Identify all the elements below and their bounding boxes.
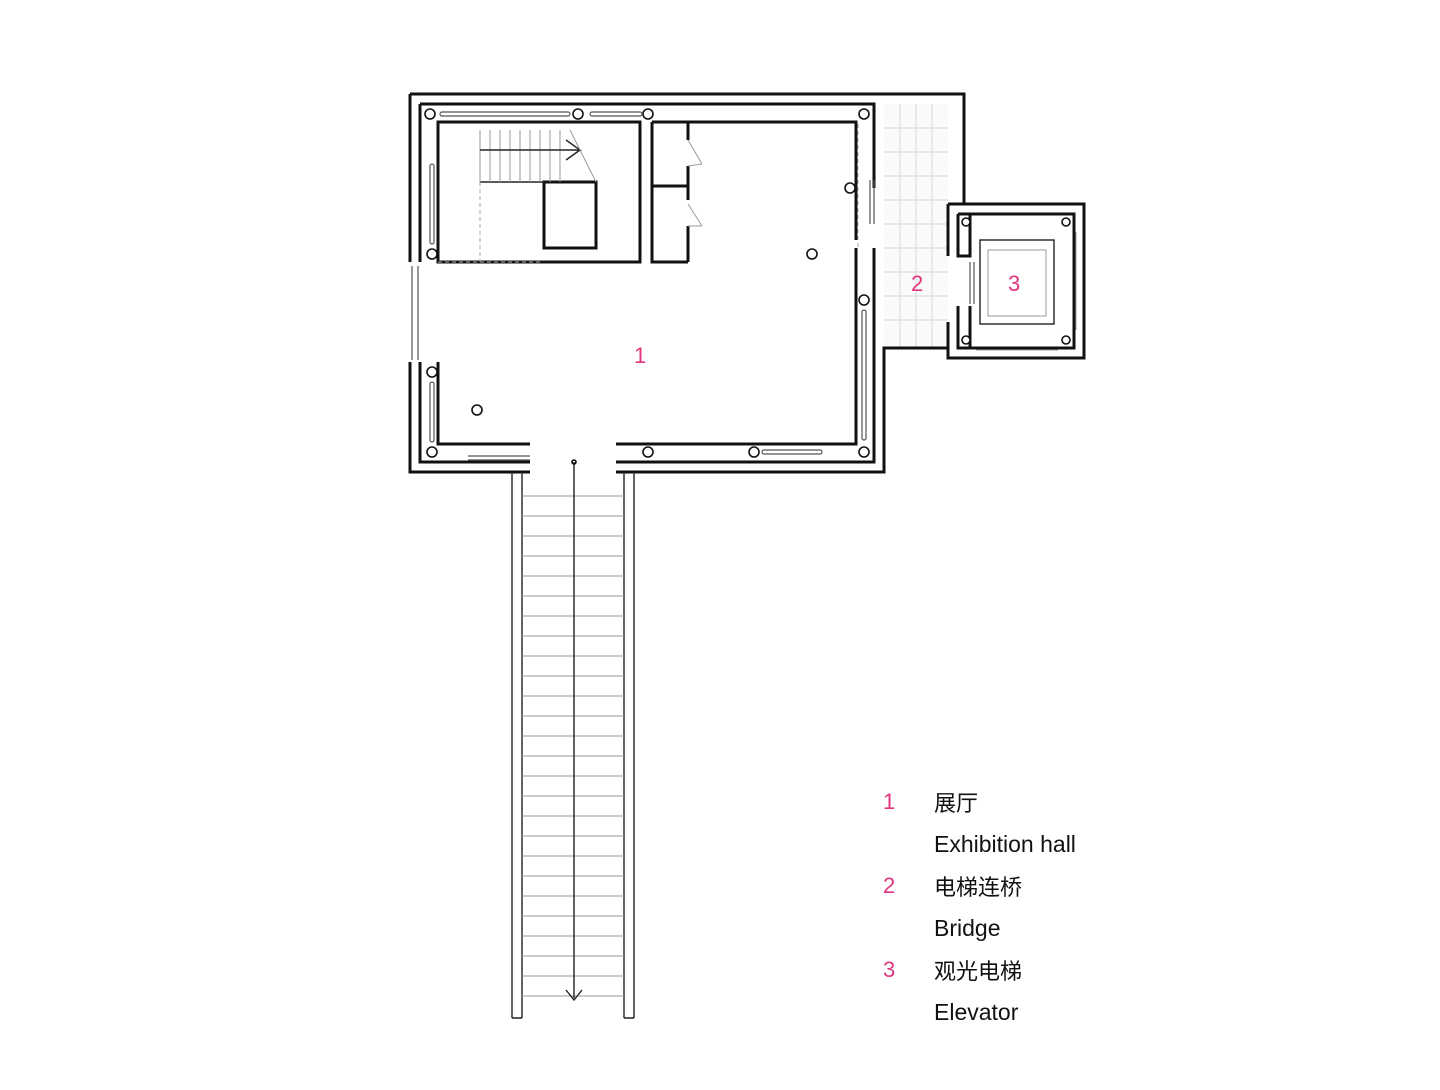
room-number-2: 2: [911, 271, 923, 296]
bridge-floor-grid: [884, 104, 948, 348]
interior-stair: [438, 129, 598, 263]
door-swings: [687, 139, 703, 227]
legend-label-zh: 电梯连桥: [934, 876, 1023, 901]
legend-label-zh: 展厅: [934, 792, 979, 817]
legend-item-1: 1 展厅: [880, 781, 1300, 823]
legend-number: 3: [883, 957, 896, 982]
legend-item-1-en: Exhibition hall: [880, 823, 1300, 865]
legend-number: 2: [883, 873, 896, 898]
legend-label-zh: 观光电梯: [934, 960, 1023, 985]
room-number-1: 1: [634, 343, 646, 368]
legend: 1 展厅 Exhibition hall 2 电梯连桥 Bridge 3 观光电…: [880, 781, 1300, 1033]
exhibition-hall-walls: [408, 92, 966, 474]
glazing: [411, 124, 875, 461]
legend-item-3: 3 观光电梯: [880, 949, 1300, 991]
legend-label-en: Exhibition hall: [934, 830, 1076, 857]
legend-item-2: 2 电梯连桥: [880, 865, 1300, 907]
columns: [424, 108, 870, 465]
legend-label-en: Elevator: [934, 998, 1019, 1025]
legend-item-2-en: Bridge: [880, 907, 1300, 949]
legend-label-en: Bridge: [934, 914, 1001, 941]
wall-slots: [429, 111, 867, 455]
legend-item-3-en: Elevator: [880, 991, 1300, 1033]
room-number-3: 3: [1008, 271, 1020, 296]
legend-number: 1: [883, 789, 896, 814]
exterior-stair: [511, 462, 635, 1019]
elevator-block: [946, 202, 1086, 360]
